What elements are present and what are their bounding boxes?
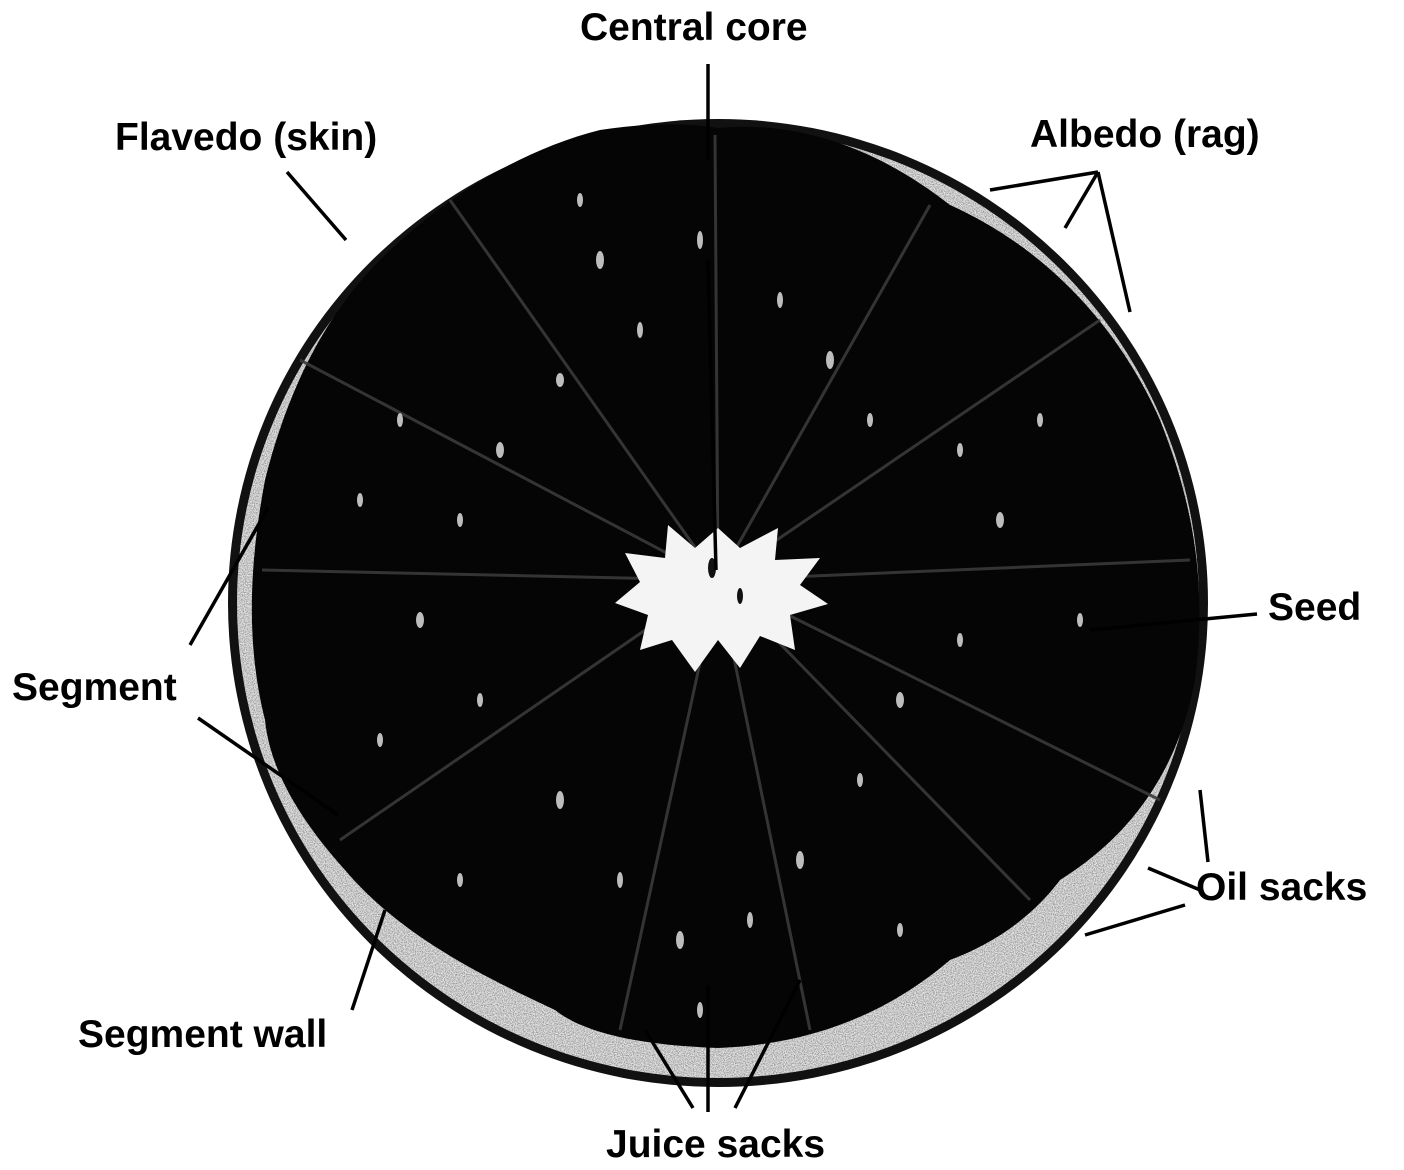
label-segment: Segment (12, 668, 177, 707)
label-seed: Seed (1268, 588, 1361, 627)
label-central-core: Central core (580, 8, 808, 47)
label-juice-sacks: Juice sacks (606, 1125, 825, 1164)
label-segment-wall: Segment wall (78, 1015, 327, 1054)
label-flavedo: Flavedo (skin) (115, 118, 377, 157)
label-oil-sacks: Oil sacks (1196, 868, 1367, 907)
label-albedo: Albedo (rag) (1030, 115, 1260, 154)
